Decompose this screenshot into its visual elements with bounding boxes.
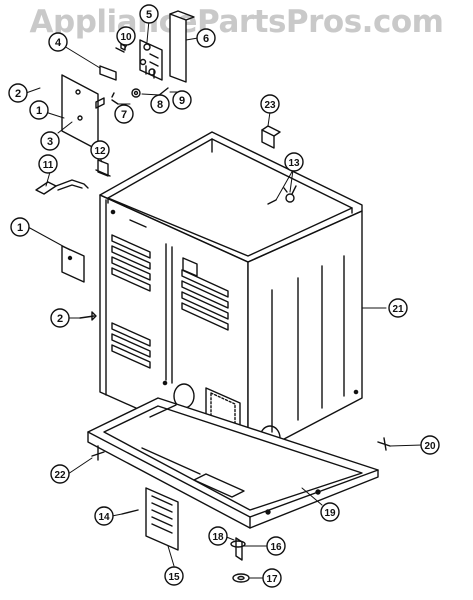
callouts: 1 1 2 2 3 4 5 6 7 8 9 10 11 12 13 14 15 … <box>8 4 440 588</box>
callout-9: 9 <box>172 90 192 110</box>
callout-4-label: 4 <box>55 37 62 49</box>
callout-18: 18 <box>208 526 228 546</box>
base-frame <box>87 397 379 529</box>
mounting-bracket <box>169 13 187 83</box>
callout-2-upper-label: 2 <box>15 88 21 100</box>
callout-2-lower-label: 2 <box>57 313 63 325</box>
callout-1-lower: 1 <box>10 217 30 237</box>
terminal-block <box>139 39 163 81</box>
callout-10: 10 <box>116 26 136 46</box>
callout-6-label: 6 <box>203 33 209 45</box>
callout-21-label: 21 <box>392 304 404 315</box>
power-cord <box>35 179 89 195</box>
callout-10-label: 10 <box>120 32 132 43</box>
callout-13: 13 <box>284 152 304 172</box>
clip-part <box>99 65 117 81</box>
callout-3-label: 3 <box>47 136 53 148</box>
callout-19: 19 <box>320 502 340 522</box>
callout-23-label: 23 <box>264 100 276 111</box>
callout-7-label: 7 <box>121 109 127 121</box>
callout-5-label: 5 <box>146 9 152 21</box>
callout-2-lower: 2 <box>50 308 70 328</box>
callout-15: 15 <box>164 566 184 586</box>
callout-2-upper: 2 <box>8 83 28 103</box>
callout-8: 8 <box>150 94 170 114</box>
callout-1-upper: 1 <box>29 100 49 120</box>
access-cover <box>145 487 179 551</box>
bracket-plate-lower <box>61 245 85 283</box>
callout-12-label: 12 <box>94 146 106 157</box>
callout-21: 21 <box>388 298 408 318</box>
callout-4: 4 <box>48 32 68 52</box>
callout-23: 23 <box>260 94 280 114</box>
callout-7: 7 <box>114 104 134 124</box>
callout-15-label: 15 <box>168 572 180 583</box>
switch-part <box>261 129 275 149</box>
bracket-plate-upper <box>61 74 99 151</box>
callout-20: 20 <box>420 435 440 455</box>
callout-22: 22 <box>50 464 70 484</box>
callout-18-label: 18 <box>212 532 224 543</box>
callout-17: 17 <box>262 568 282 588</box>
callout-13-label: 13 <box>288 158 300 169</box>
callout-12: 12 <box>90 140 110 160</box>
callout-22-label: 22 <box>54 470 66 481</box>
callout-6: 6 <box>196 28 216 48</box>
callout-5: 5 <box>139 4 159 24</box>
callout-14: 14 <box>94 506 114 526</box>
callout-20-label: 20 <box>424 441 436 452</box>
callout-14-label: 14 <box>98 512 110 523</box>
callout-19-label: 19 <box>324 508 336 519</box>
callout-17-label: 17 <box>266 574 278 585</box>
callout-16: 16 <box>266 536 286 556</box>
callout-1-lower-label: 1 <box>17 222 23 234</box>
callout-8-label: 8 <box>157 99 163 111</box>
callout-16-label: 16 <box>270 542 282 553</box>
callout-11-label: 11 <box>43 160 54 171</box>
watermark-logo: AppliancePartsPros.com <box>29 4 444 40</box>
callout-3: 3 <box>40 131 60 151</box>
callout-9-label: 9 <box>179 95 185 107</box>
callout-1-upper-label: 1 <box>36 105 42 117</box>
callout-11: 11 <box>38 154 58 174</box>
